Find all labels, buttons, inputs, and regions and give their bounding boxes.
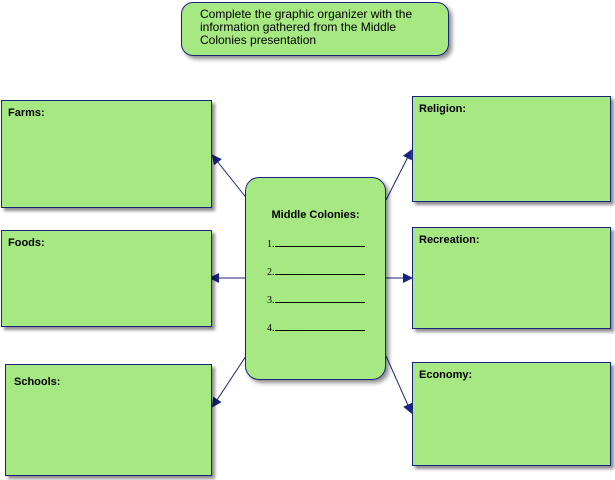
blank-line-2: 2.	[267, 265, 365, 278]
blank-line-1: 1.	[267, 237, 365, 250]
line-number-3: 3.	[267, 295, 275, 306]
religion-label: Religion:	[419, 103, 467, 115]
arrow-to-economy	[385, 355, 413, 414]
instructions-box: Complete the graphic organizer with the …	[181, 2, 449, 56]
blank-line-3: 3.	[267, 293, 365, 306]
arrow-to-religion	[385, 149, 412, 201]
recreation-box: Recreation:	[412, 227, 611, 329]
arrow-to-farms	[211, 154, 249, 201]
schools-label: Schools:	[14, 376, 61, 388]
foods-box: Foods:	[1, 230, 212, 327]
middle-colonies-title: Middle Colonies:	[271, 209, 360, 221]
economy-box: Economy:	[412, 362, 611, 466]
line-number-4: 4.	[267, 323, 275, 334]
schools-box: Schools:	[5, 364, 212, 476]
write-rule-1	[274, 237, 365, 247]
religion-box: Religion:	[412, 96, 611, 202]
write-rule-2	[274, 265, 365, 275]
middle-colonies-box: Middle Colonies: 1. 2. 3. 4.	[245, 177, 386, 380]
economy-label: Economy:	[419, 369, 473, 381]
arrow-to-schools	[211, 355, 247, 408]
line-number-2: 2.	[267, 267, 275, 278]
write-rule-3	[274, 293, 365, 303]
farms-box: Farms:	[1, 100, 212, 208]
farms-label: Farms:	[8, 107, 45, 119]
line-number-1: 1.	[267, 239, 275, 250]
instructions-text: Complete the graphic organizer with the …	[200, 7, 413, 47]
blank-line-4: 4.	[267, 321, 365, 334]
foods-label: Foods:	[8, 237, 45, 249]
write-rule-4	[274, 321, 365, 331]
recreation-label: Recreation:	[419, 234, 480, 246]
